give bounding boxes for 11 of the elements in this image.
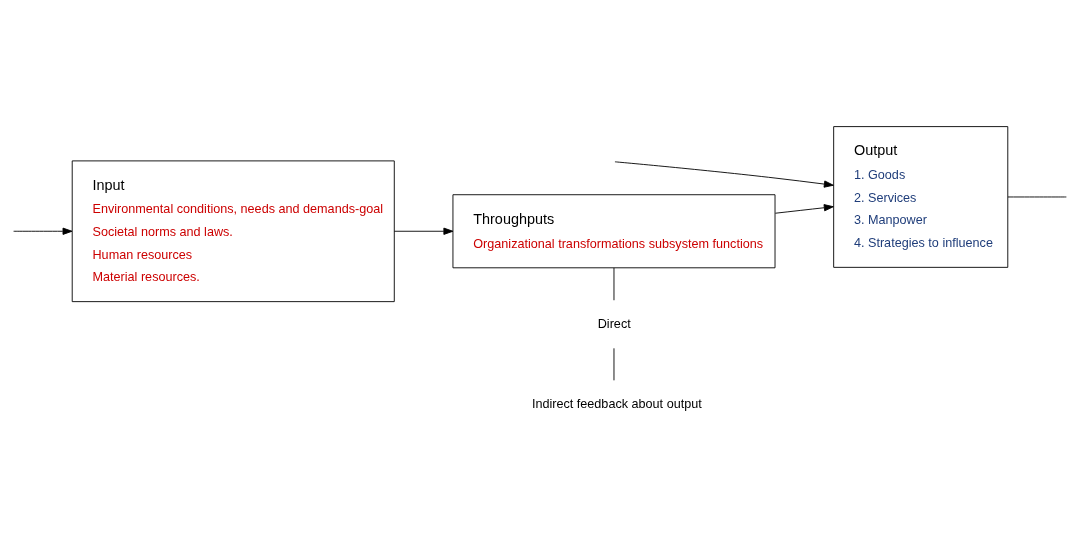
node-text: Direct <box>597 316 631 331</box>
node-box: Throughputs Organizational transformations subsystem functions <box>452 193 776 268</box>
node-text: Indirect feedback about output <box>531 396 702 411</box>
arrow <box>774 203 834 214</box>
arrow <box>393 227 454 235</box>
connector <box>1007 196 1067 197</box>
connector <box>613 266 615 301</box>
arrow <box>13 227 73 235</box>
node-box: Output 1. Goods 2. Services 3. Manpower 4. Strategies to influence <box>833 125 1009 268</box>
arrow <box>614 160 834 188</box>
node-box: Input Environmental conditions, needs and demands-goal Societal norms and laws. Human resources Material resources. <box>71 159 395 302</box>
